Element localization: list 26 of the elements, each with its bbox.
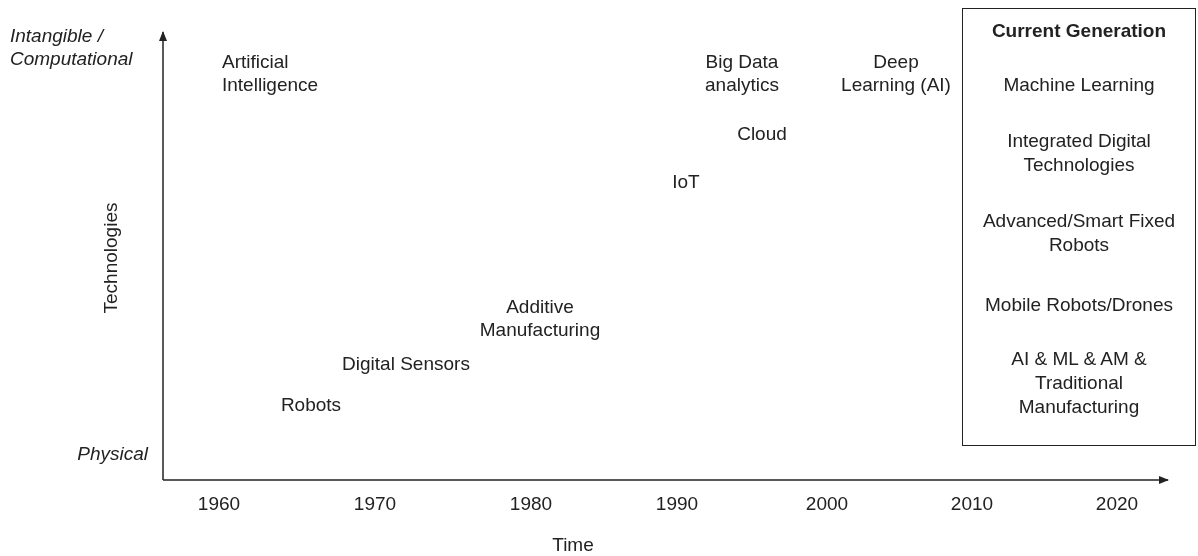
technology-label: Additive Manufacturing [478, 295, 602, 341]
technology-label: Cloud [736, 122, 788, 145]
technology-label: Artificial Intelligence [222, 50, 320, 96]
axis-label: Physical [77, 442, 148, 465]
tick-label: 2020 [1094, 492, 1140, 515]
axis-title: Time [551, 533, 595, 556]
technology-item: AI & ML & AM & Traditional Manufacturing [1010, 347, 1148, 419]
technology-label: IoT [671, 170, 701, 193]
technology-item: Integrated Digital Technologies [1006, 129, 1152, 177]
panel-heading: Current Generation [990, 19, 1168, 43]
axis-label: Intangible / Computational [10, 24, 134, 70]
generation-panel [962, 8, 1196, 446]
tick-label: 2000 [804, 492, 850, 515]
technology-label: Robots [279, 393, 343, 416]
technology-label: Deep Learning (AI) [840, 50, 952, 96]
axis-title: Technologies [98, 202, 122, 314]
technology-item: Mobile Robots/Drones [984, 293, 1174, 317]
tick-label: 1960 [196, 492, 242, 515]
tick-label: 2010 [949, 492, 995, 515]
tick-label: 1970 [352, 492, 398, 515]
tick-label: 1980 [508, 492, 554, 515]
technology-item: Machine Learning [1002, 73, 1156, 97]
technology-item: Advanced/Smart Fixed Robots [981, 209, 1177, 257]
technology-label: Digital Sensors [341, 352, 471, 375]
tick-label: 1990 [654, 492, 700, 515]
technology-label: Big Data analytics [704, 50, 780, 96]
